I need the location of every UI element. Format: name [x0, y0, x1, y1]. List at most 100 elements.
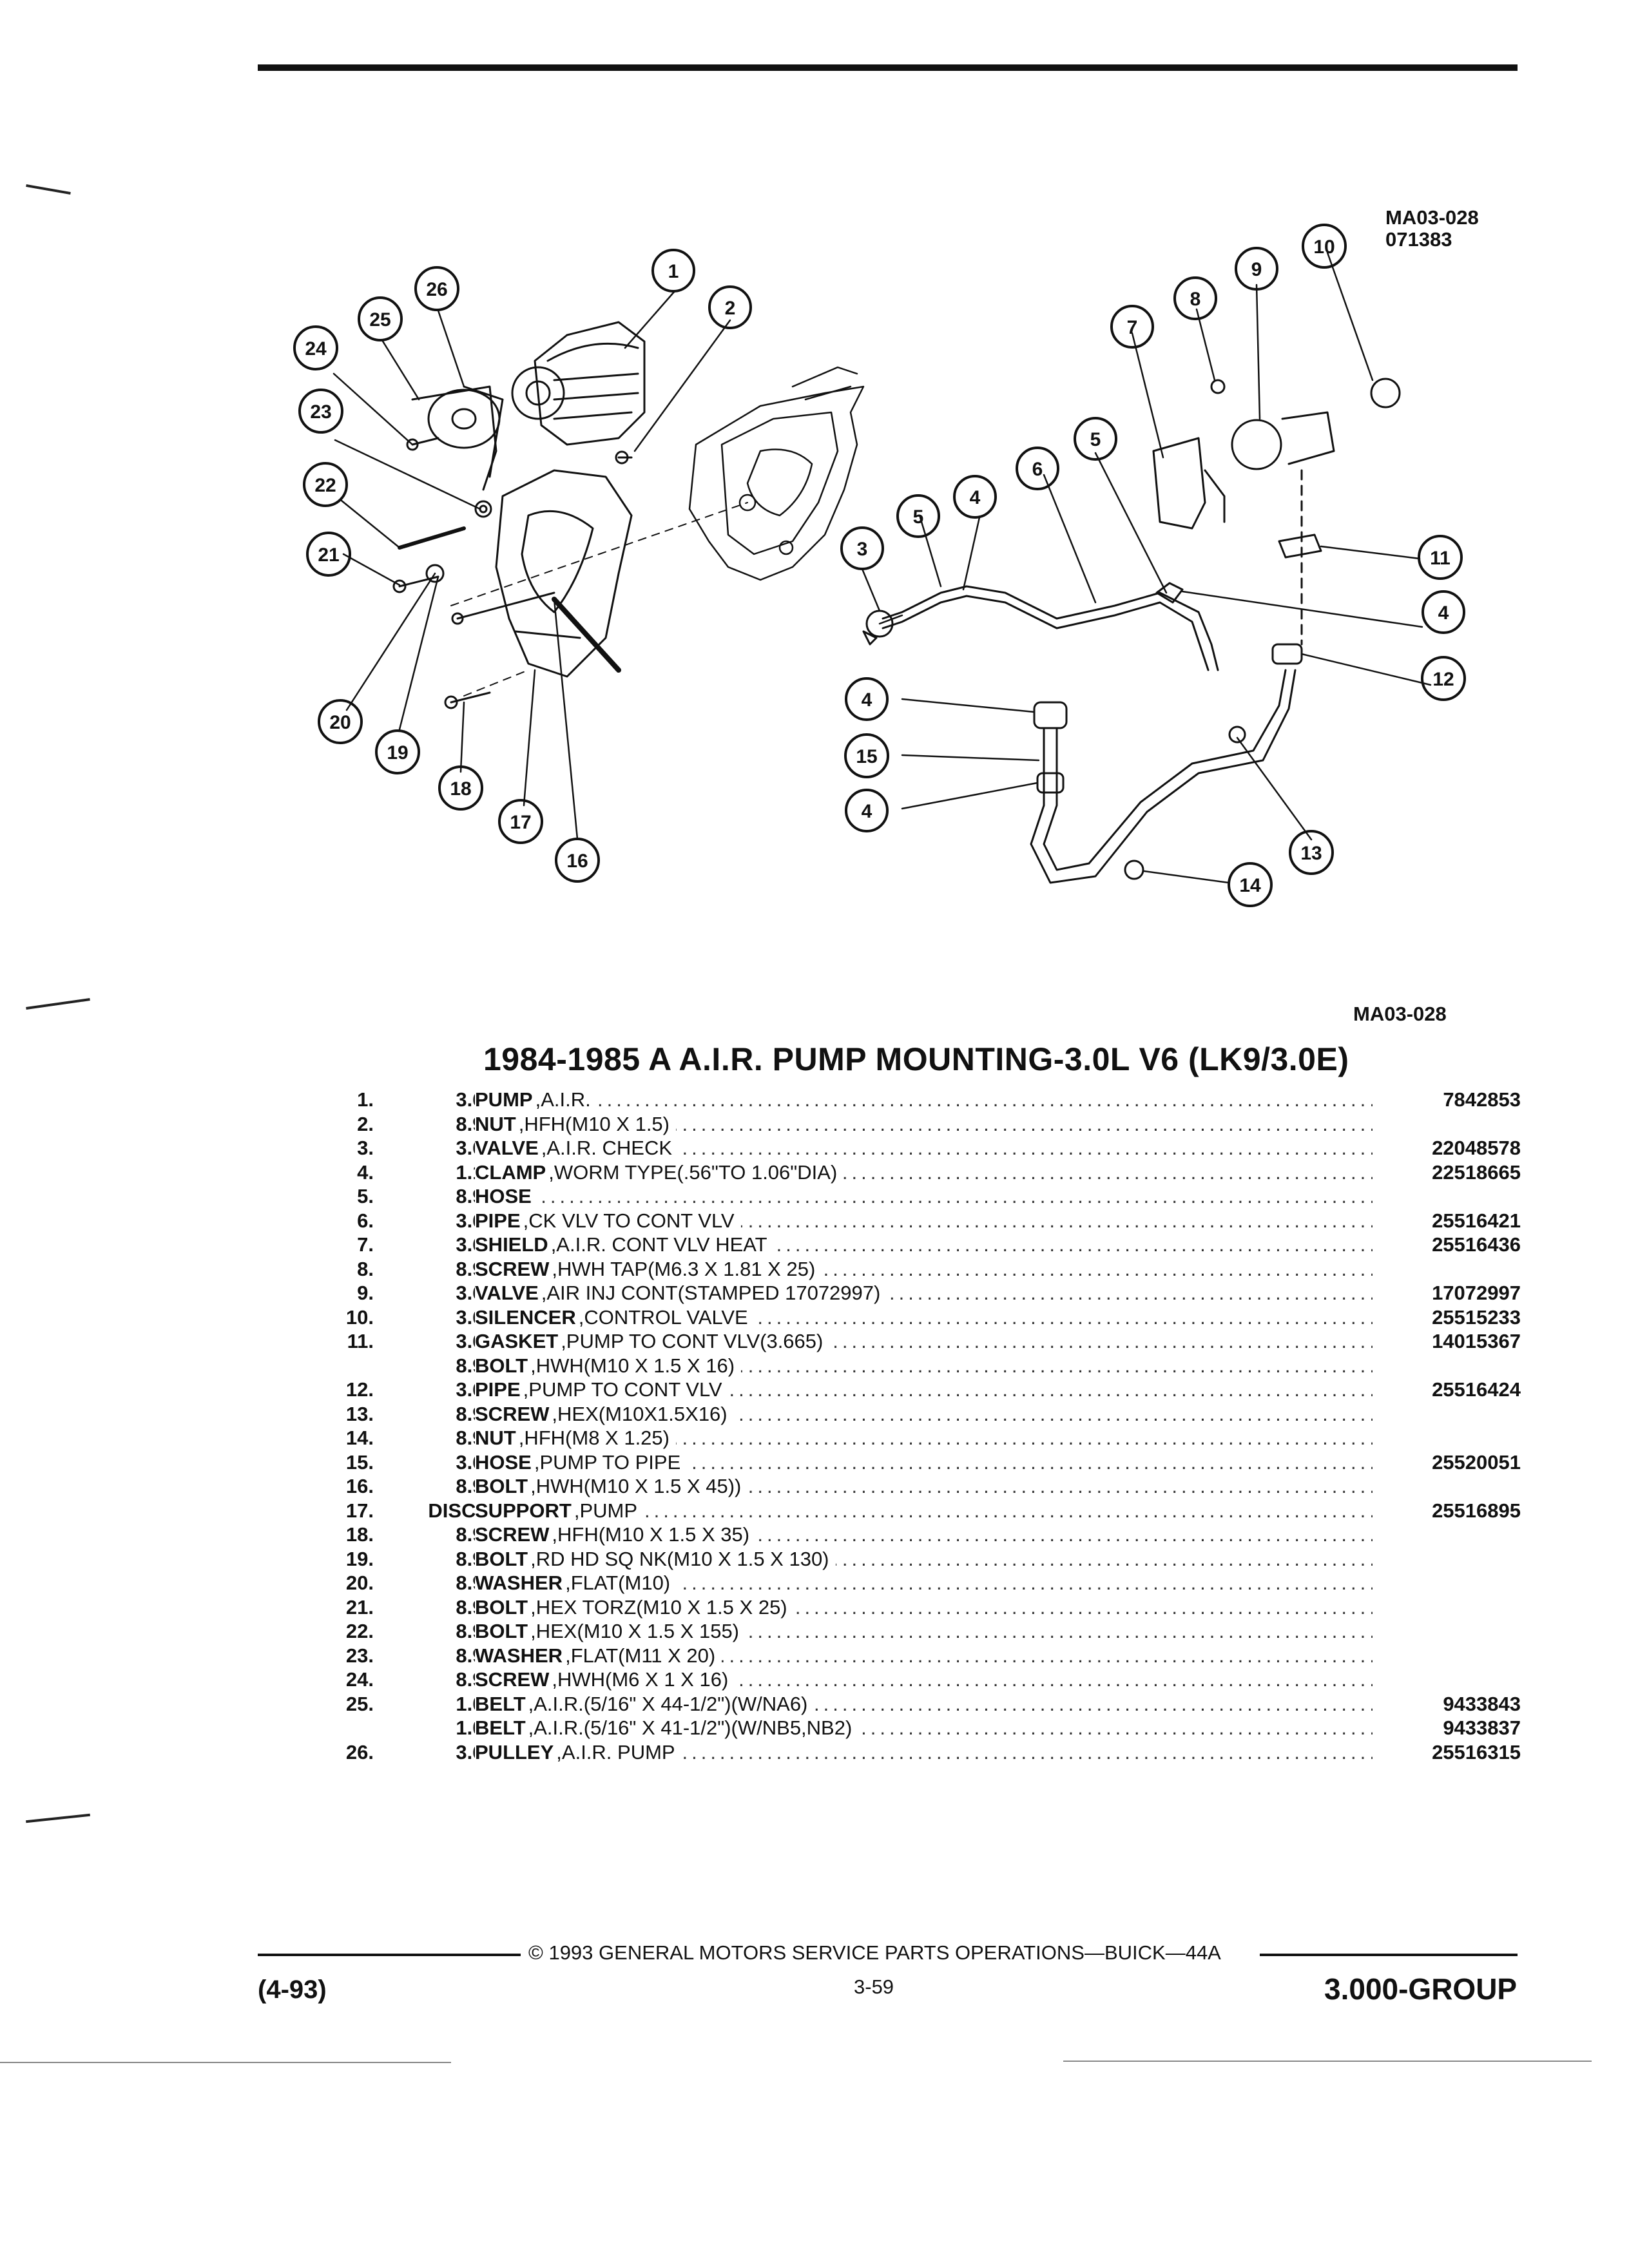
part-name: VALVE — [475, 1137, 539, 1159]
svg-text:4: 4 — [862, 801, 872, 822]
callout-17: 17 — [498, 799, 543, 844]
part-description: NUT,HFH(M10 X 1.5) — [475, 1111, 676, 1136]
part-detail: ,HFH(M8 X 1.25) — [518, 1427, 670, 1449]
svg-text:13: 13 — [1300, 843, 1322, 864]
part-description: BELT,A.I.R.(5/16" X 41-1/2")(W/NB5,NB2) — [475, 1716, 859, 1740]
part-number: 9433843 — [1438, 1691, 1521, 1716]
parts-list-row: ........................................… — [284, 1740, 1521, 1764]
item-number: 14. — [345, 1427, 374, 1449]
callout-26: 26 — [414, 266, 459, 311]
callout-12: 12 — [1421, 656, 1466, 701]
part-name: WASHER — [475, 1571, 563, 1594]
svg-text:4: 4 — [970, 487, 981, 508]
callout-24: 24 — [293, 325, 338, 370]
part-description: WASHER,FLAT(M11 X 20) — [475, 1643, 722, 1667]
margin-mark — [26, 998, 90, 1010]
part-detail: ,A.I.R.(5/16" X 44-1/2")(W/NA6) — [528, 1692, 808, 1715]
callout-25: 25 — [358, 296, 403, 341]
footer-date: (4-93) — [258, 1975, 327, 2004]
item-number: 26. — [345, 1740, 374, 1763]
footer-group: 3.000-GROUP — [1324, 1972, 1518, 2006]
part-description: PIPE,CK VLV TO CONT VLV — [475, 1208, 741, 1233]
callout-11: 11 — [1418, 535, 1463, 580]
callout-21: 21 — [306, 532, 351, 577]
svg-text:6: 6 — [1032, 459, 1043, 480]
parts-list-row: ........................................… — [284, 1619, 1521, 1644]
parts-list-row: ........................................… — [284, 1523, 1521, 1547]
parts-list-row: ........................................… — [284, 1691, 1521, 1716]
item-number: 24. — [345, 1668, 374, 1691]
parts-list-row: ........................................… — [284, 1474, 1521, 1499]
control-valve-sketch — [1152, 378, 1401, 646]
part-description: BOLT,HWH(M10 X 1.5 X 16) — [475, 1353, 742, 1378]
part-number: 22518665 — [1427, 1160, 1521, 1184]
part-name: NUT — [475, 1427, 516, 1449]
lower-pipe-sketch — [1030, 643, 1303, 884]
item-number: 20. — [345, 1571, 374, 1594]
parts-list-row: ........................................… — [284, 1450, 1521, 1474]
part-number: 25516895 — [1427, 1498, 1521, 1523]
callout-5a: 5 — [896, 494, 940, 538]
callout-4c: 4 — [845, 677, 889, 721]
part-name: PIPE — [475, 1378, 521, 1401]
part-name: SCREW — [475, 1402, 550, 1425]
part-name: BOLT — [475, 1595, 528, 1619]
part-detail: ,HEX(M10 X 1.5 X 155) — [530, 1620, 740, 1642]
item-number: 11. — [347, 1330, 374, 1352]
svg-text:20: 20 — [329, 712, 351, 733]
svg-text:5: 5 — [913, 506, 924, 528]
part-name: WASHER — [475, 1644, 563, 1667]
callout-18: 18 — [438, 765, 483, 811]
svg-text:9: 9 — [1251, 259, 1262, 280]
part-detail: ,PUMP — [574, 1499, 638, 1522]
part-name: BELT — [475, 1692, 526, 1715]
svg-text:26: 26 — [426, 279, 447, 300]
part-name: SUPPORT — [475, 1499, 572, 1522]
part-detail: ,A.I.R. CONT VLV HEAT — [550, 1233, 767, 1256]
part-name: PUMP — [475, 1088, 533, 1111]
callout-3: 3 — [840, 526, 884, 570]
parts-list-row: ........................................… — [284, 1160, 1521, 1184]
part-name: BOLT — [475, 1547, 528, 1570]
svg-text:23: 23 — [310, 401, 331, 423]
part-name: SCREW — [475, 1257, 550, 1280]
part-number: 25516315 — [1427, 1740, 1521, 1764]
fasteners-sketch — [392, 437, 633, 709]
part-detail: ,HWH(M6 X 1 X 16) — [552, 1668, 729, 1691]
parts-list-row: ........................................… — [284, 1353, 1521, 1378]
part-name: HOSE — [475, 1185, 532, 1207]
item-number: 19. — [345, 1547, 374, 1570]
parts-list-row: ........................................… — [284, 1256, 1521, 1281]
part-description: GASKET,PUMP TO CONT VLV(3.665) — [475, 1329, 830, 1354]
svg-text:7: 7 — [1127, 317, 1138, 338]
callout-9: 9 — [1235, 247, 1278, 291]
callout-4a: 4 — [953, 475, 997, 519]
part-detail: ,HEX(M10X1.5X16) — [552, 1402, 728, 1425]
item-number: 10. — [345, 1305, 374, 1329]
part-detail: ,HEX TORZ(M10 X 1.5 X 25) — [530, 1595, 787, 1619]
item-number: 12. — [345, 1378, 374, 1401]
part-description: WASHER,FLAT(M10) — [475, 1571, 677, 1595]
parts-list-row: ........................................… — [284, 1546, 1521, 1571]
parts-list-row: ........................................… — [284, 1643, 1521, 1667]
svg-text:25: 25 — [369, 309, 390, 331]
callout-23: 23 — [298, 389, 343, 434]
item-number: 5. — [357, 1185, 374, 1207]
callout-1: 1 — [651, 249, 695, 293]
part-number: 9433837 — [1438, 1716, 1521, 1740]
part-description: HOSE,PUMP TO PIPE — [475, 1450, 688, 1474]
part-detail: ,RD HD SQ NK(M10 X 1.5 X 130) — [530, 1547, 829, 1570]
part-name: BOLT — [475, 1475, 528, 1497]
part-description: NUT,HFH(M8 X 1.25) — [475, 1426, 676, 1450]
part-name: CLAMP — [475, 1160, 546, 1184]
pipe-assembly-sketch — [862, 582, 1219, 671]
callout-13: 13 — [1289, 830, 1334, 875]
engine-block-sketch — [688, 366, 865, 581]
svg-text:12: 12 — [1432, 669, 1454, 690]
part-number: 14015367 — [1427, 1329, 1521, 1354]
part-name: SCREW — [475, 1523, 550, 1546]
part-detail: ,HFH(M10 X 1.5) — [518, 1112, 670, 1135]
item-number: 18. — [345, 1523, 374, 1546]
part-description: CLAMP,WORM TYPE(.56"TO 1.06"DIA) — [475, 1160, 844, 1184]
callout-16: 16 — [555, 838, 600, 883]
